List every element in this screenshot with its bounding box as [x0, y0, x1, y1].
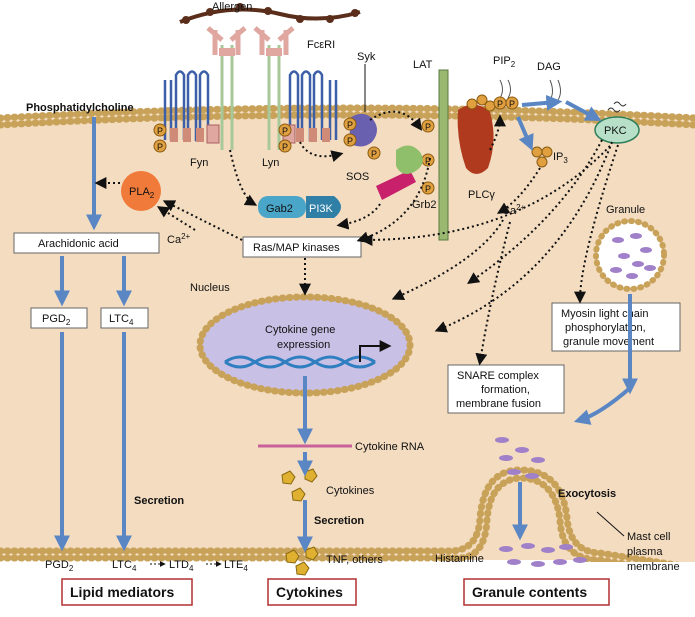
svg-text:P: P	[157, 126, 163, 136]
arachidonic-acid-label: Arachidonic acid	[38, 238, 119, 250]
pgd2-label: PGD2	[42, 313, 71, 327]
svg-text:P: P	[425, 184, 431, 194]
pla2-enzyme	[121, 171, 161, 211]
expression-label: expression	[277, 339, 330, 351]
syk-kinase: P P P	[343, 113, 381, 160]
svg-text:P: P	[282, 126, 288, 136]
fceri-receptor-right	[253, 26, 295, 150]
allergen	[179, 3, 361, 24]
secretion-mid-label: Secretion	[314, 515, 364, 527]
exocytosis-granules	[495, 437, 545, 479]
gab2-protein	[258, 196, 306, 218]
ras-map-label: Ras/MAP kinases	[253, 242, 340, 254]
lat-label: LAT	[413, 59, 433, 71]
exocytosis-label: Exocytosis	[558, 488, 616, 500]
syk-label: Syk	[357, 51, 376, 63]
ip3-molecule	[531, 146, 553, 168]
phosphatidylcholine-label: Phosphatidylcholine	[26, 102, 134, 114]
fyn-kinase	[206, 124, 220, 144]
mast-cell-line2: plasma	[627, 546, 663, 558]
cytokine-rna-label: Cytokine RNA	[355, 441, 425, 453]
svg-text:P: P	[157, 142, 163, 152]
gab2-label: Gab2	[266, 203, 293, 215]
svg-text:P: P	[282, 142, 288, 152]
ltd4-output-label: LTD4	[169, 559, 194, 573]
fceri-receptor-left	[206, 26, 247, 150]
allergen-label: Allergen	[212, 1, 252, 13]
pla2-label: PLA2	[129, 186, 155, 200]
pip2-label: PIP2	[493, 55, 516, 69]
lipid-mediators-box	[61, 578, 193, 606]
ltc4-output-label: LTC4	[112, 559, 137, 573]
snare-line3: membrane fusion	[456, 398, 541, 410]
sos-protein	[376, 170, 416, 200]
fyn-label: Fyn	[190, 157, 208, 169]
phospho-group-right: P P	[278, 123, 292, 153]
plcg-phospho	[466, 94, 496, 112]
myosin-line1: Myosin light chain	[561, 308, 648, 320]
lyn-label: Lyn	[262, 157, 279, 169]
snare-box	[447, 364, 565, 414]
svg-text:P: P	[497, 99, 503, 109]
granule-contents	[610, 233, 656, 279]
snare-line2: formation,	[481, 384, 530, 396]
histamine-particles	[499, 543, 587, 567]
plcg-label: PLCγ	[468, 189, 495, 201]
granule-label: Granule	[606, 204, 645, 216]
tnf-label: TNF, others	[326, 554, 383, 566]
svg-text:P: P	[425, 156, 431, 166]
ca-left-label: Ca2+	[167, 232, 191, 246]
pip2-molecule: P P	[493, 79, 519, 110]
lte4-output-label: LTE4	[224, 559, 248, 573]
signal-arrows	[94, 110, 619, 366]
pgd2-box	[30, 307, 88, 329]
pkc-kinase	[594, 116, 640, 144]
phospho-group-left: P P	[153, 123, 167, 153]
cytokine-gene-label: Cytokine gene	[265, 324, 335, 336]
arachidonic-acid-box	[13, 232, 160, 254]
ltc4-box	[100, 307, 149, 329]
pkc-label: PKC	[604, 125, 627, 137]
grb2-protein	[396, 145, 423, 174]
nucleus-label: Nucleus	[190, 282, 230, 294]
fceri-label: FcεRI	[307, 39, 335, 51]
lipid-mediators-label: Lipid mediators	[70, 584, 174, 600]
transcription-start-arrow	[359, 340, 392, 362]
ip3-label: IP3	[553, 151, 568, 165]
dna-strand	[224, 355, 376, 369]
sos-label: SOS	[346, 171, 369, 183]
pi3k-label: PI3K	[309, 203, 334, 215]
cytokines-label: Cytokines	[326, 485, 375, 497]
ltc4-label: LTC4	[109, 313, 134, 327]
svg-text:P: P	[425, 122, 431, 132]
lat-protein: P P P	[421, 69, 449, 241]
plcg-enzyme	[457, 104, 494, 174]
snare-line1: SNARE complex	[457, 370, 539, 382]
histamine-label: Histamine	[435, 553, 484, 565]
blue-arrows	[54, 94, 638, 553]
grb2-label: Grb2	[412, 199, 436, 211]
granule-contents-label: Granule contents	[472, 584, 587, 600]
myosin-line2: phosphorylation,	[565, 322, 646, 334]
dag-label: DAG	[537, 61, 561, 73]
svg-text:P: P	[347, 136, 353, 146]
dag-molecule	[549, 79, 561, 101]
svg-text:P: P	[509, 99, 515, 109]
cytokines-output-box	[267, 578, 357, 606]
pi3k-protein	[306, 196, 341, 218]
ras-map-box	[242, 236, 362, 258]
mast-cell-line1: Mast cell	[627, 531, 670, 543]
cytokines-output-label: Cytokines	[276, 584, 343, 600]
myosin-box	[551, 302, 681, 352]
svg-text:P: P	[347, 120, 353, 130]
pgd2-output-label: PGD2	[45, 559, 74, 573]
myosin-line3: granule movement	[563, 336, 654, 348]
svg-text:P: P	[371, 149, 377, 159]
secretion-left-label: Secretion	[134, 495, 184, 507]
granule-contents-box	[463, 578, 610, 606]
mast-cell-line3: membrane	[627, 561, 680, 573]
